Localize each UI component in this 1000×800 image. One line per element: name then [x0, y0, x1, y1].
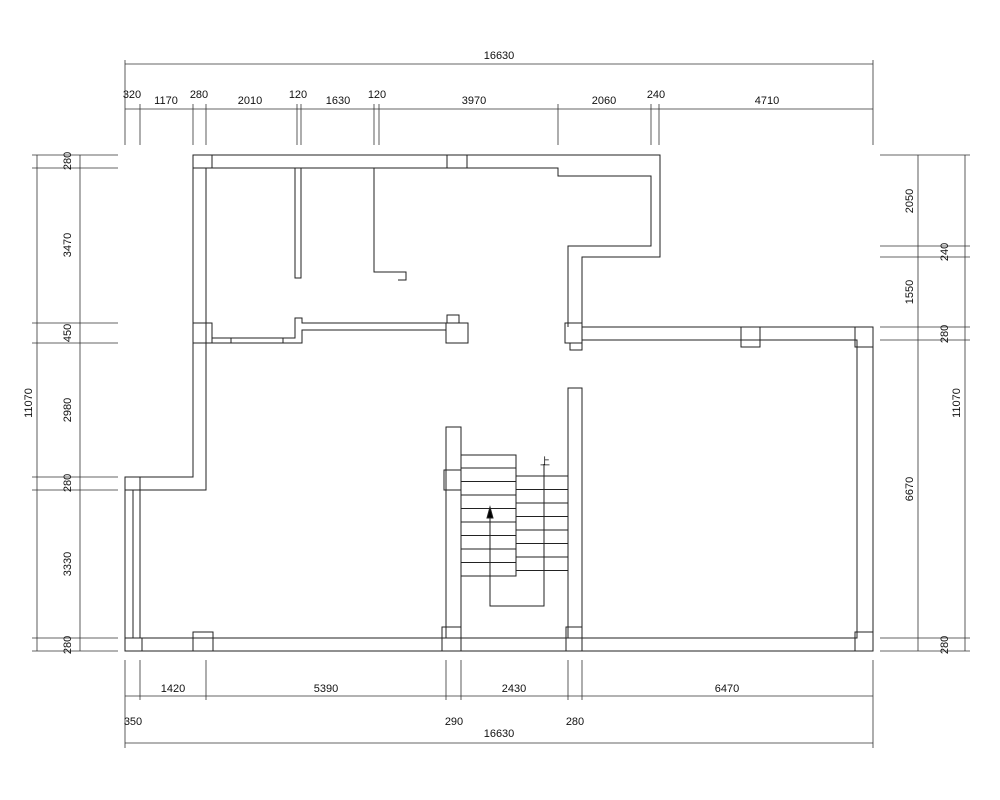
dim-left-total: 11070: [23, 388, 35, 418]
dim-label: 2980: [62, 398, 74, 422]
dim-label: 3470: [62, 233, 74, 257]
dim-label: 2060: [592, 95, 616, 107]
dim-label: 350: [124, 716, 142, 728]
dim-right-total: 11070: [951, 388, 963, 418]
right-dimensions: 11070 2050 240 1550 280 6670 280: [880, 154, 970, 654]
dim-label: 280: [62, 152, 74, 170]
dim-label: 2010: [238, 95, 262, 107]
dim-bottom-total: 16630: [484, 728, 515, 740]
dim-label: 290: [445, 716, 463, 728]
bottom-dimensions: 1420 5390 2430 6470 350 290 280 16630: [124, 660, 874, 748]
top-dimensions: 16630 320 1170 280 2010 120 1630 120 397…: [123, 50, 874, 145]
staircase: 上: [461, 454, 568, 607]
dim-label: 240: [647, 89, 665, 101]
stair-up-label: 上: [540, 456, 550, 468]
dim-label: 2430: [502, 683, 526, 695]
dim-label: 6670: [904, 477, 916, 501]
dim-label: 3970: [462, 95, 486, 107]
dim-label: 120: [289, 89, 307, 101]
dim-label: 2050: [904, 189, 916, 213]
dim-label: 6470: [715, 683, 739, 695]
left-dimensions: 11070 280 3470 450 2980 280 3330 280: [23, 152, 118, 654]
dim-label: 5390: [314, 683, 338, 695]
dim-label: 280: [566, 716, 584, 728]
columns: [124, 154, 874, 652]
dim-label: 1550: [904, 280, 916, 304]
dim-label: 280: [190, 89, 208, 101]
dim-label: 280: [939, 636, 951, 654]
dim-label: 450: [62, 324, 74, 342]
dim-label: 1420: [161, 683, 185, 695]
dim-label: 120: [368, 89, 386, 101]
walls: [124, 154, 874, 652]
stair-arrow-icon: [486, 505, 494, 519]
dim-label: 1630: [326, 95, 350, 107]
dim-label: 320: [123, 89, 141, 101]
dim-label: 280: [62, 636, 74, 654]
dim-label: 4710: [755, 95, 779, 107]
dim-top-total: 16630: [484, 50, 515, 62]
dim-label: 1170: [154, 95, 178, 107]
dim-label: 3330: [62, 552, 74, 576]
dim-label: 240: [939, 243, 951, 261]
dim-label: 280: [62, 474, 74, 492]
dim-label: 280: [939, 325, 951, 343]
